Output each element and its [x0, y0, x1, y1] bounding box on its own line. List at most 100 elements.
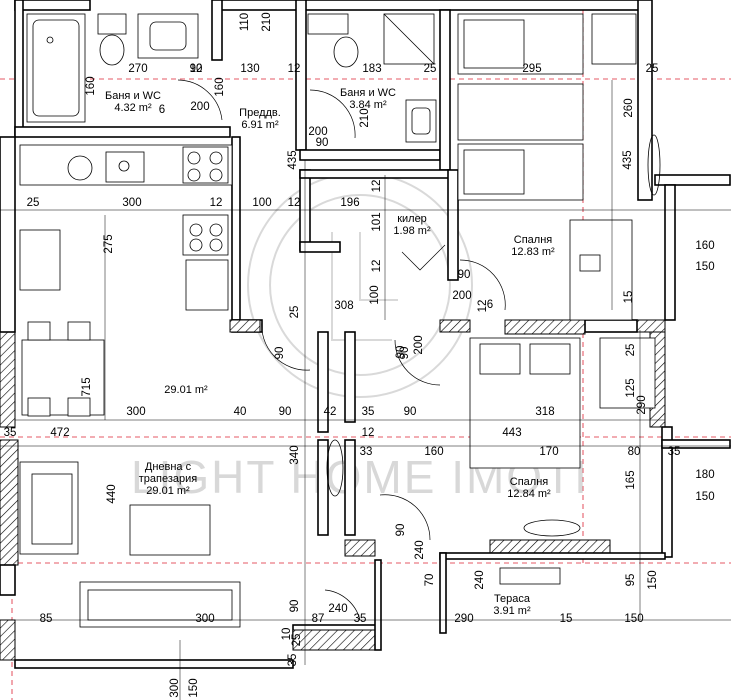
dimension-label: 12 — [477, 300, 489, 313]
dimension-label: 40 — [234, 406, 247, 418]
dimension-label: 300 — [169, 678, 181, 697]
dimension-label: 295 — [522, 63, 541, 75]
dimension-label: 6 — [159, 104, 165, 116]
dimension-label: 715 — [81, 377, 93, 396]
room-area: 12.83 m² — [511, 246, 555, 258]
bath-1-fixtures — [26, 13, 199, 123]
room-name: Дневна с — [145, 461, 192, 473]
room-name: Спалня — [514, 234, 553, 246]
room-area: 6.91 m² — [241, 119, 279, 131]
dimension-label: 196 — [340, 197, 359, 209]
dimension-label: 33 — [360, 446, 373, 458]
dimension-label: 12 — [210, 197, 223, 209]
dimension-label: 240 — [414, 540, 426, 559]
room-label: Баня и WC3.84 m² — [340, 87, 396, 111]
dimension-label: 130 — [240, 63, 259, 75]
dimension-label: 300 — [195, 613, 214, 625]
room-area: 3.84 m² — [349, 99, 387, 111]
room-area: 12.84 m² — [507, 488, 551, 500]
dimension-label: 240 — [328, 603, 347, 615]
dimension-label: 35 — [668, 446, 681, 458]
dimension-label: 150 — [695, 491, 714, 503]
dimension-lines — [0, 80, 731, 700]
dimension-label: 35 — [4, 427, 17, 439]
dimension-label: 100 — [369, 285, 381, 304]
dimension-label: 110 — [239, 13, 251, 31]
dimension-label: 85 — [40, 613, 53, 625]
room-area: 3.91 m² — [493, 605, 531, 617]
dimension-label: 200 — [413, 335, 425, 354]
dimension-label: 90 — [190, 63, 203, 75]
dimension-label: 90 — [316, 137, 329, 149]
dimension-label: 200 — [308, 126, 327, 138]
dimension-label: 472 — [50, 427, 69, 439]
dimension-label: 210 — [359, 108, 371, 127]
dimension-label: 180 — [695, 469, 714, 481]
dimension-label: 15 — [560, 613, 573, 625]
dimension-label: 90 — [404, 406, 417, 418]
room-label: 29.01 m² — [164, 384, 208, 396]
dimension-label: 435 — [622, 150, 634, 169]
dimension-label: 35 — [287, 654, 299, 667]
dimension-label: 300 — [122, 197, 141, 209]
dimension-label: 35 — [354, 613, 367, 625]
dimension-label: 25 — [291, 634, 303, 647]
living-furniture — [19, 461, 241, 628]
dimension-label: 35 — [362, 406, 375, 418]
dimension-label: 240 — [474, 570, 486, 589]
dimension-labels: 110 210 270 90 12 130 12 183 25 295 25 160 200 6 160 21… — [4, 12, 715, 697]
dimension-label: 100 — [252, 197, 271, 209]
room-label: Баня и WC4.32 m² — [105, 90, 161, 114]
dimension-label: 160 — [214, 77, 226, 96]
dimension-label: 15 — [623, 291, 635, 304]
dimension-label: 340 — [289, 445, 301, 464]
room-area: 29.01 m² — [164, 384, 208, 396]
dimension-label: 318 — [535, 406, 554, 418]
bath-2-fixtures — [307, 13, 437, 143]
walls — [0, 0, 731, 669]
dimension-label: 290 — [454, 613, 473, 625]
room-area: 1.98 m² — [393, 225, 431, 237]
dimension-label: 160 — [85, 76, 97, 95]
room-name: Баня и WC — [105, 90, 161, 102]
dimension-label: 25 — [625, 344, 637, 357]
dimension-label: 440 — [106, 484, 118, 503]
dimension-label: 90 — [395, 346, 407, 359]
room-area: 4.32 m² — [114, 102, 152, 114]
room-area: 29.01 m² — [146, 485, 190, 497]
dining-table — [21, 321, 105, 417]
dimension-label: 12 — [371, 180, 383, 193]
dimension-label: 25 — [289, 306, 301, 319]
kitchen-fixtures — [19, 144, 233, 311]
dimension-label: 270 — [128, 63, 147, 75]
bedroom-1-furniture — [457, 13, 637, 321]
dimension-label: 95 — [625, 574, 637, 587]
room-name: Тераса — [494, 593, 531, 605]
dimension-label: 170 — [539, 446, 558, 458]
dimension-label: 183 — [362, 63, 381, 75]
dimension-label: 210 — [261, 12, 273, 31]
dimension-label: 25 — [646, 63, 659, 75]
dimension-label: 290 — [636, 395, 648, 414]
room-name: трапезария — [139, 473, 198, 485]
dimension-label: 25 — [424, 63, 437, 75]
dimension-label: 87 — [312, 613, 325, 625]
dimension-label: 12 — [371, 260, 383, 273]
dimension-label: 90 — [274, 347, 286, 360]
dimension-label: 275 — [103, 234, 115, 253]
dimension-label: 200 — [190, 101, 209, 113]
dimension-label: 90 — [395, 524, 407, 537]
room-label: Преддв.6.91 m² — [239, 107, 281, 131]
dimension-label: 150 — [188, 678, 200, 697]
dimension-label: 150 — [647, 570, 659, 589]
dimension-label: 160 — [695, 240, 714, 252]
dimension-label: 12 — [288, 63, 301, 75]
dimension-label: 150 — [695, 261, 714, 273]
dimension-label: 165 — [625, 470, 637, 489]
